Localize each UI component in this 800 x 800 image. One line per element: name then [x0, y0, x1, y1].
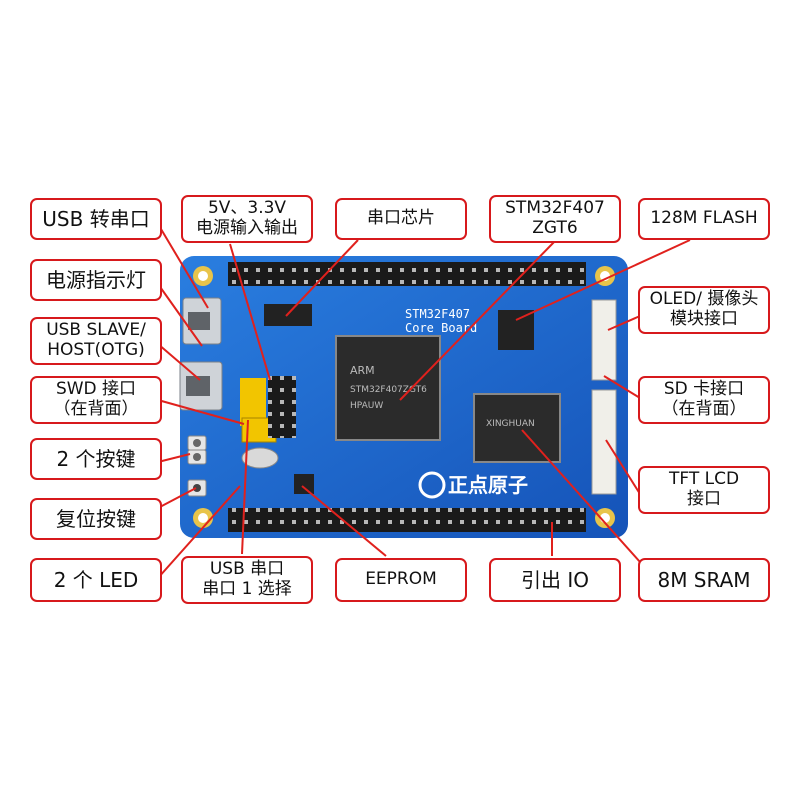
leader-power-led [157, 283, 203, 347]
leader-sd [603, 375, 641, 399]
label-eeprom: EEPROM [335, 558, 467, 602]
fpc-connector-camera [591, 299, 617, 381]
label-tft-lcd: TFT LCD 接口 [638, 466, 770, 514]
pin-header-top [228, 262, 586, 286]
leader-usb-select [241, 419, 249, 555]
label-io-out: 引出 IO [489, 558, 621, 602]
svg-text:HPAUW: HPAUW [350, 401, 383, 411]
leader-tft [605, 439, 641, 495]
brand-logo [418, 471, 446, 499]
leader-usb-serial [157, 223, 209, 309]
label-sd-card: SD 卡接口 （在背面） [638, 376, 770, 424]
leader-swd [157, 399, 245, 425]
svg-text:正点原子: 正点原子 [448, 473, 528, 497]
svg-text:XINGHUAN: XINGHUAN [486, 419, 535, 429]
label-flash: 128M FLASH [638, 198, 770, 240]
svg-text:Core Board: Core Board [405, 321, 477, 335]
svg-text:STM32F407: STM32F407 [405, 307, 470, 321]
label-serial-chip: 串口芯片 [335, 198, 467, 240]
leader-oled [607, 315, 641, 331]
label-mcu: STM32F407 ZGT6 [489, 195, 621, 243]
leader-usb-slave [157, 343, 201, 381]
leader-power-io [229, 243, 271, 381]
label-leds: 2 个 LED [30, 558, 162, 602]
label-oled-camera: OLED/ 摄像头 模块接口 [638, 286, 770, 334]
flash-chip [498, 310, 534, 350]
leader-reset [157, 487, 197, 509]
sram-chip [473, 393, 561, 463]
label-sram: 8M SRAM [638, 558, 770, 602]
leader-sram [521, 429, 641, 563]
label-usb-serial: USB 转串口 [30, 198, 162, 240]
label-swd: SWD 接口 （在背面） [30, 376, 162, 424]
eeprom-chip [294, 474, 314, 494]
label-usb-serial-select: USB 串口 串口 1 选择 [181, 556, 313, 604]
mcu-chip [335, 335, 441, 441]
label-power-led: 电源指示灯 [30, 259, 162, 301]
label-power-io: 5V、3.3V 电源输入输出 [181, 195, 313, 243]
power-header [268, 376, 296, 438]
label-usb-slave: USB SLAVE/ HOST(OTG) [30, 317, 162, 365]
svg-text:STM32F407ZGT6: STM32F407ZGT6 [350, 385, 427, 395]
leader-buttons [157, 453, 191, 463]
svg-text:ARM: ARM [350, 364, 375, 377]
fpc-connector-lcd [591, 389, 617, 495]
leader-mcu [399, 239, 557, 401]
leader-serial-chip [285, 239, 359, 317]
leader-leds [157, 485, 241, 579]
leader-flash [515, 239, 691, 321]
leader-eeprom [301, 485, 387, 557]
crystal [241, 447, 279, 469]
label-buttons: 2 个按键 [30, 438, 162, 480]
label-reset-button: 复位按键 [30, 498, 162, 540]
pin-header-bottom [228, 508, 586, 532]
